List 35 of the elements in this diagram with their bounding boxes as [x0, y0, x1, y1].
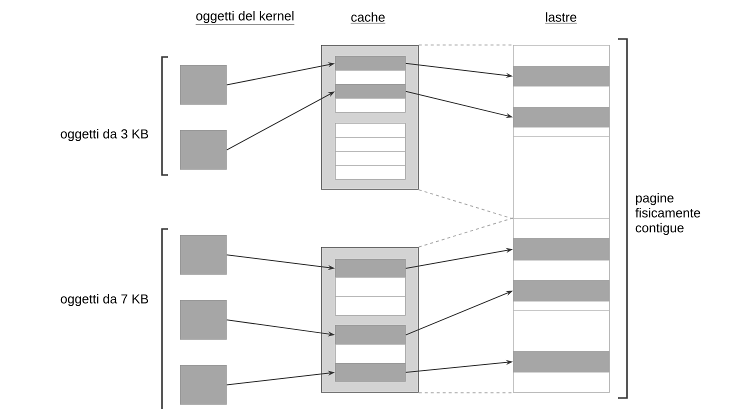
group-label: oggetti da 7 KB — [60, 294, 148, 306]
cache-slot — [335, 137, 406, 152]
group-label: oggetti da 3 KB — [60, 128, 148, 142]
cache-slot — [335, 296, 406, 316]
object-block — [180, 65, 227, 105]
group-label: pagine fisicamente contigue — [635, 193, 700, 235]
slab-object-bar — [513, 107, 610, 128]
cache-slot — [335, 325, 406, 345]
dashed-line — [418, 189, 514, 220]
dashed-line — [418, 392, 514, 394]
object-block — [180, 365, 227, 405]
cache-slot — [335, 165, 406, 180]
column-heading: oggetti del kernel — [195, 10, 295, 25]
cache-slot — [335, 344, 406, 364]
page-block — [513, 136, 610, 219]
slab-object-bar — [513, 238, 610, 260]
object-block — [180, 235, 227, 275]
cache-slot — [335, 98, 406, 113]
slab-object-bar — [513, 351, 610, 372]
dashed-line — [418, 44, 514, 46]
cache-slot — [335, 56, 406, 71]
dashed-line — [418, 218, 514, 248]
column-heading: lastre — [544, 12, 578, 24]
cache-slot — [335, 363, 406, 382]
object-block — [180, 300, 227, 340]
cache-slot — [335, 277, 406, 297]
cache-slot — [335, 84, 406, 99]
cache-slot — [335, 259, 406, 278]
object-block — [180, 130, 227, 170]
slab-object-bar — [513, 66, 610, 86]
column-heading: cache — [350, 12, 386, 24]
cache-slot — [335, 123, 406, 138]
cache-slot — [335, 70, 406, 85]
slab-object-bar — [513, 280, 610, 302]
cache-slot — [335, 151, 406, 166]
